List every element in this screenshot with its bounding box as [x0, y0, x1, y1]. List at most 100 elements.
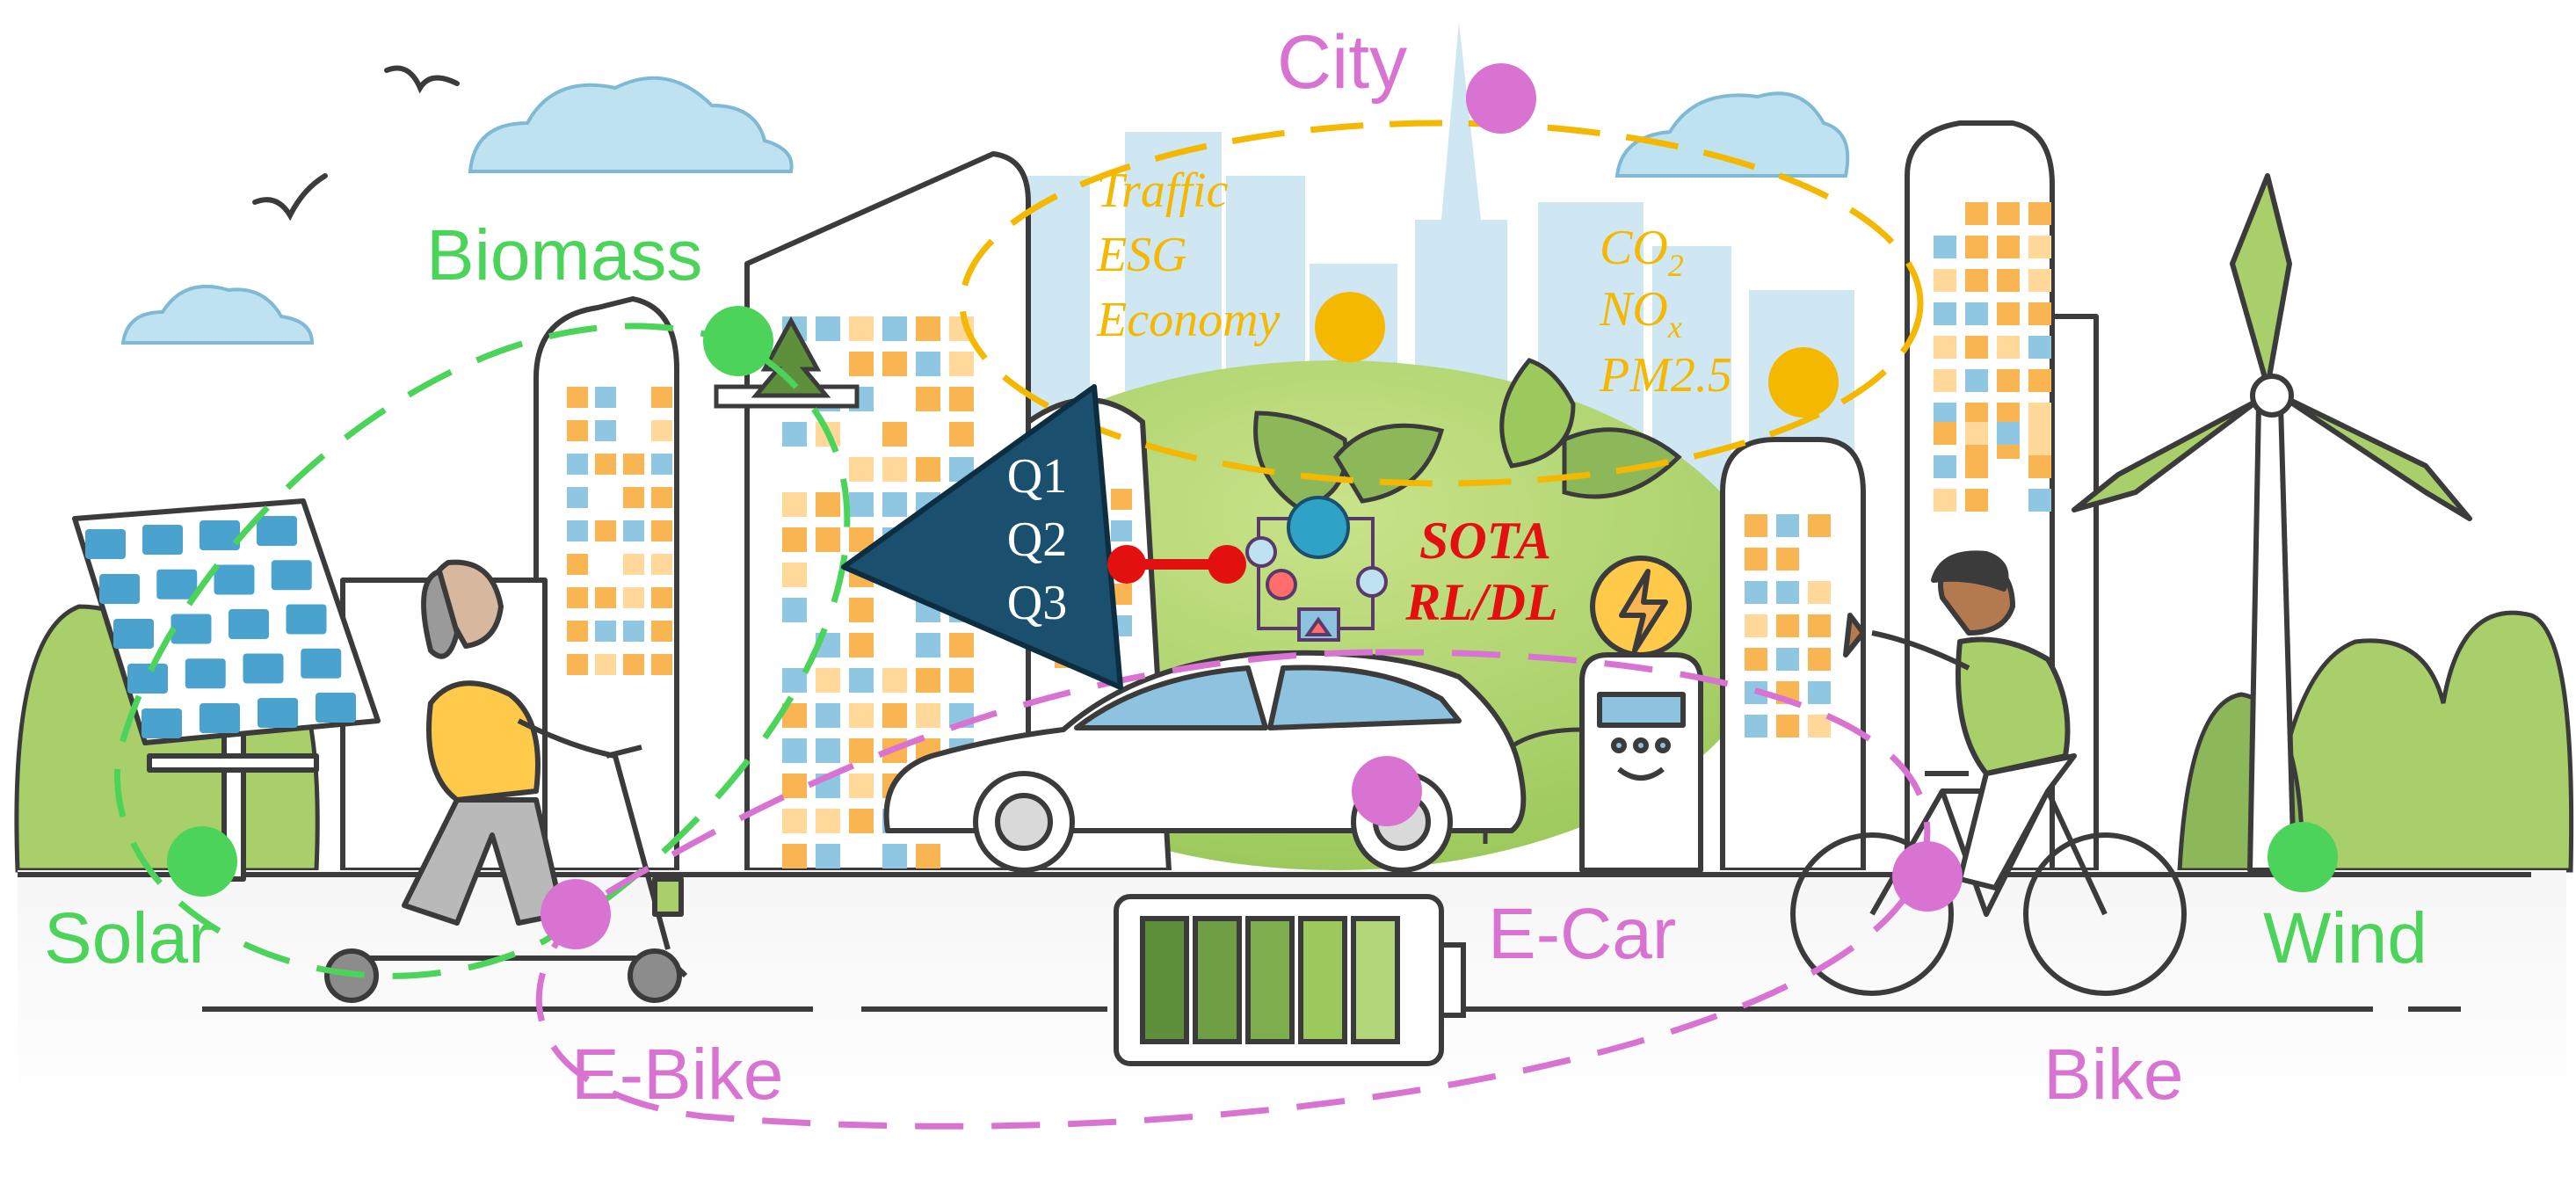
leaf-icon — [1562, 427, 1682, 499]
solar-cell — [142, 525, 183, 555]
solar-cell — [257, 516, 297, 546]
building-window — [949, 668, 974, 693]
building-window — [595, 420, 616, 441]
co2-sub: 2 — [1668, 248, 1684, 283]
question-1: Q1 — [1007, 449, 1067, 504]
building-window — [1965, 403, 1988, 425]
ai-brain-icon — [1245, 496, 1388, 642]
bird-icon — [384, 65, 460, 94]
wind-dot — [2268, 822, 2338, 892]
building-window — [1934, 269, 1956, 292]
economy-dot — [1315, 292, 1385, 362]
nox-sub: x — [1667, 309, 1682, 345]
building-window — [1745, 514, 1767, 537]
building-window — [1745, 548, 1767, 570]
building-window — [949, 387, 974, 411]
building-window — [651, 520, 672, 541]
building-window — [849, 738, 874, 763]
building-window — [916, 387, 940, 411]
leaf-icon — [2265, 610, 2574, 873]
building-window — [567, 621, 588, 642]
building-window — [567, 520, 588, 541]
building-window — [595, 587, 616, 608]
cloud-icon — [1615, 91, 1850, 178]
wind-turbine-icon — [2072, 173, 2472, 873]
building-window — [1934, 302, 1956, 325]
building-window — [1965, 336, 1988, 359]
building-window — [1934, 455, 1956, 478]
building-window — [1776, 648, 1799, 671]
building-window — [1776, 614, 1799, 637]
building-window — [1111, 520, 1132, 541]
building-window — [882, 844, 907, 868]
solar-cell — [271, 560, 312, 591]
solar-cell — [301, 648, 342, 679]
building-window — [1997, 236, 2020, 258]
building-window — [1808, 648, 1831, 671]
building-window — [849, 492, 874, 517]
building — [2050, 314, 2099, 873]
solar-cell — [156, 569, 198, 599]
energy-loop-path — [114, 323, 851, 979]
building-window — [651, 587, 672, 608]
leaf-icon — [1332, 423, 1445, 504]
city-item-co2: CO2 — [1600, 221, 1684, 283]
building-window — [651, 454, 672, 475]
energy-loop — [114, 323, 851, 979]
model-link — [1107, 545, 1246, 584]
building-window — [882, 422, 907, 447]
building-window — [916, 457, 940, 482]
building-window — [2028, 422, 2051, 445]
building-window — [1965, 369, 1988, 392]
solar-cell — [185, 658, 226, 689]
building-window — [2028, 489, 2051, 512]
building-window — [1111, 489, 1132, 510]
building-window — [595, 621, 616, 642]
building-window — [623, 487, 644, 508]
building-window — [816, 316, 840, 341]
leaf-cluster — [1253, 358, 1682, 512]
building-window — [651, 387, 672, 408]
bike-dot — [1892, 841, 1963, 912]
building-window — [849, 668, 874, 693]
solar-cell — [214, 564, 255, 595]
building-window — [916, 668, 940, 693]
building-window — [816, 527, 840, 552]
building-window — [1745, 614, 1767, 637]
solar-label: Solar — [44, 898, 212, 978]
lightning-bolt-icon — [1619, 569, 1668, 653]
solar-dot — [167, 826, 237, 897]
bike-label: Bike — [2043, 1035, 2184, 1115]
solar-panel-icon — [72, 498, 381, 882]
pollution-dot — [1768, 347, 1839, 418]
city-item-traffic: Traffic — [1097, 163, 1229, 218]
city-item-economy: Economy — [1096, 293, 1281, 347]
building-window — [2028, 369, 2051, 392]
labels: City Biomass Solar Wind E-Bike E-Car Bik… — [44, 20, 2427, 1115]
building-window — [1997, 422, 2020, 445]
building-window — [651, 420, 672, 441]
ebike-label: E-Bike — [571, 1035, 784, 1115]
building-window — [2028, 302, 2051, 325]
building — [533, 296, 679, 873]
building-window — [882, 352, 907, 376]
building-window — [623, 554, 644, 575]
building-window — [916, 633, 940, 658]
leaf-icon — [1499, 358, 1576, 469]
building-window — [949, 422, 974, 447]
building-window — [1808, 614, 1831, 637]
building-window — [1965, 302, 1988, 325]
building-window — [1808, 581, 1831, 604]
building-window — [882, 668, 907, 693]
building-window — [949, 352, 974, 376]
battery-icon — [1114, 894, 1466, 1066]
building-window — [595, 454, 616, 475]
building-window — [782, 563, 807, 587]
building-window — [916, 703, 940, 728]
building-window — [1745, 581, 1767, 604]
building-window — [2028, 269, 2051, 292]
building-window — [782, 598, 807, 622]
building-window — [623, 454, 644, 475]
